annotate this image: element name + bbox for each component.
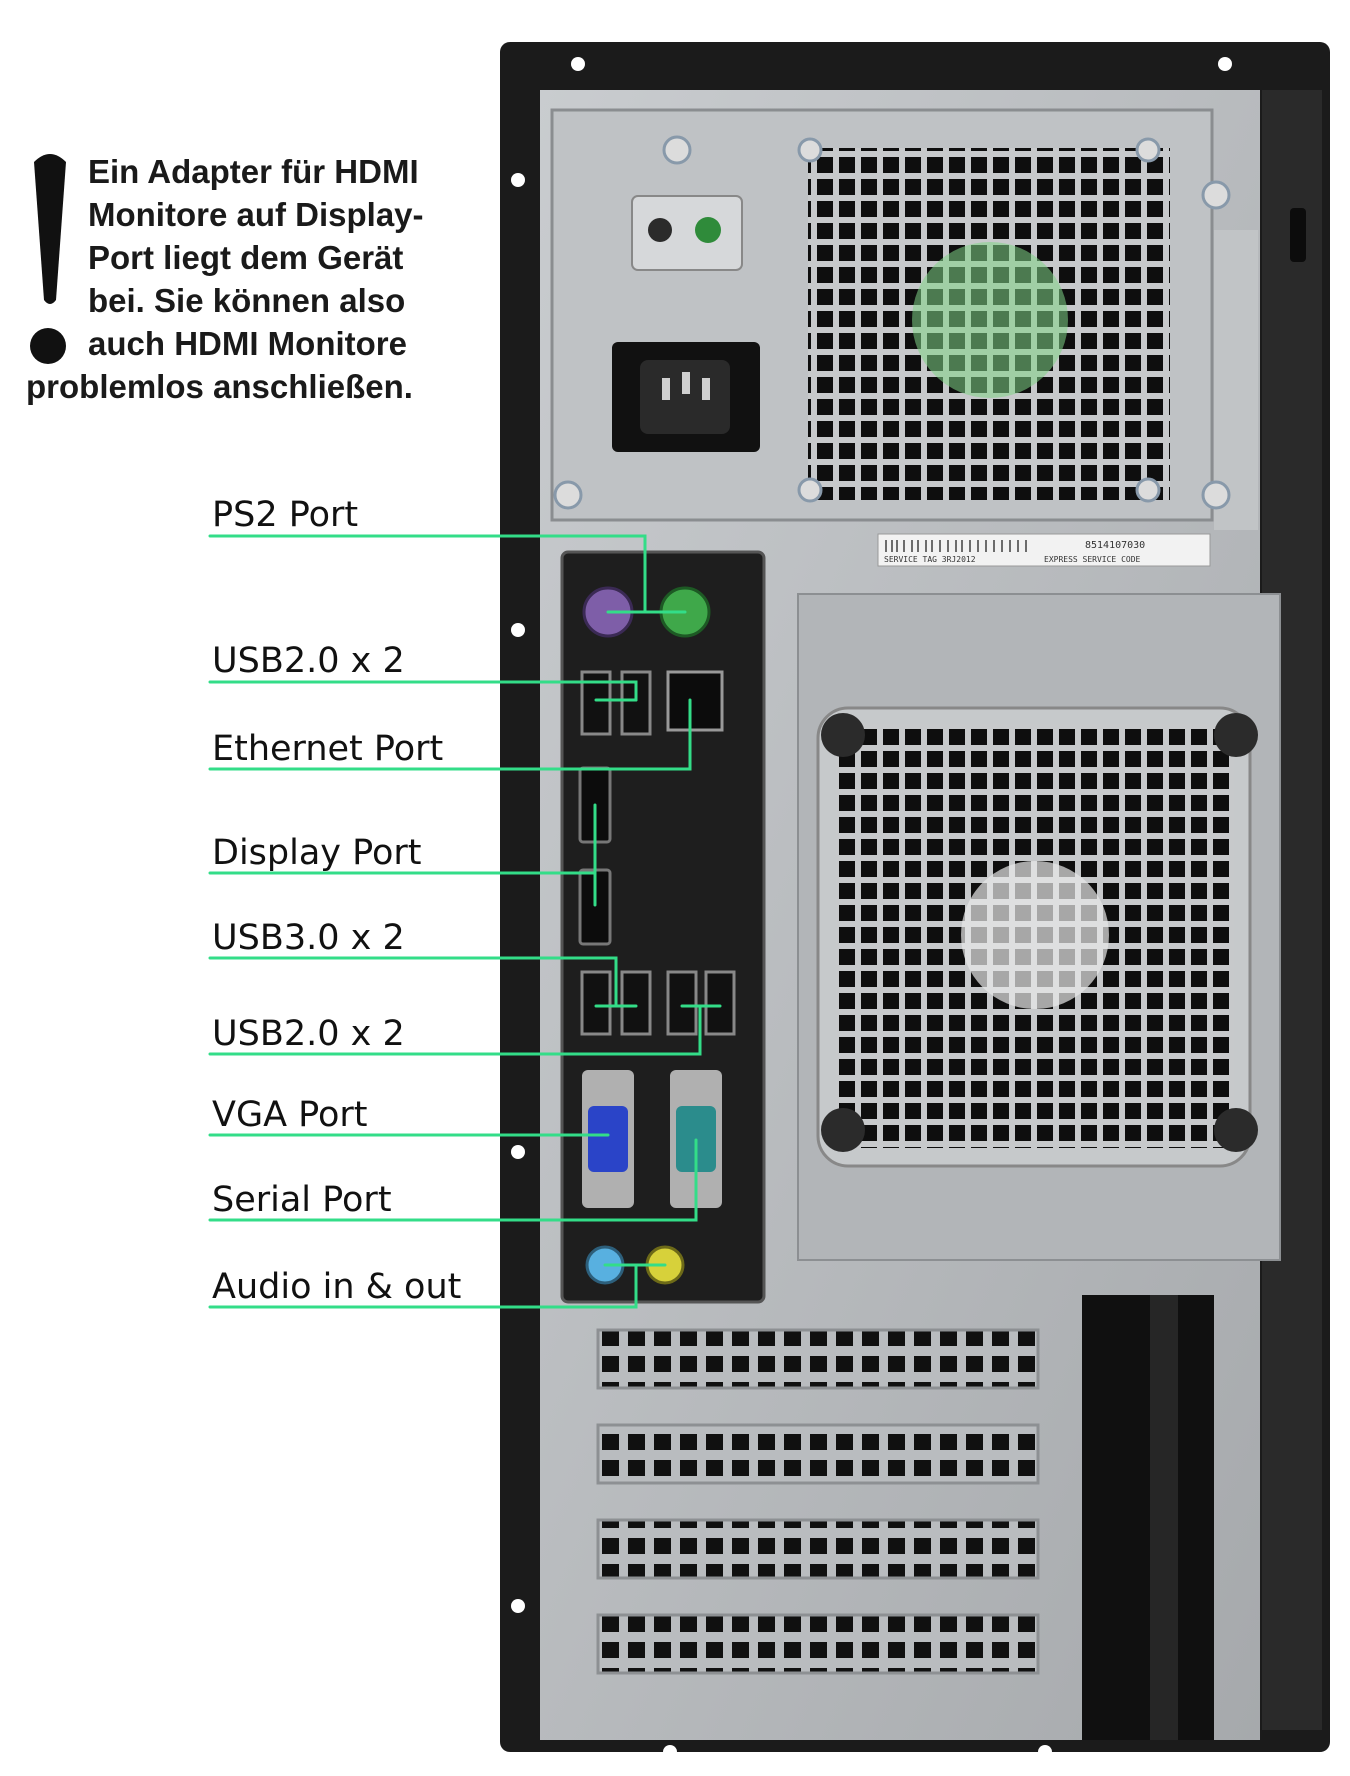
label-ps2-port: PS2 Port [212, 495, 359, 535]
note-line: problemlos anschließen. [26, 368, 413, 405]
label-audio: Audio in & out [212, 1267, 462, 1307]
leader-usb3 [208, 956, 618, 1008]
label-usb3: USB3.0 x 2 [212, 918, 405, 958]
leader-ethernet [208, 698, 692, 771]
exclamation-icon [30, 154, 66, 364]
note-line: Monitore auf Display- [88, 196, 424, 233]
vga-port[interactable] [588, 1106, 628, 1172]
leader-usb2-bottom [208, 1004, 702, 1056]
sticker-service-tag: SERVICE TAG 3RJ2012 [884, 555, 976, 564]
power-switch-panel [631, 195, 743, 271]
leader-usb2-top [208, 680, 638, 702]
note-line: auch HDMI Monitore [88, 325, 407, 362]
service-tag-sticker [877, 533, 1211, 567]
leader-ps2 [208, 534, 647, 614]
label-serial-port: Serial Port [212, 1180, 392, 1220]
label-usb2-bottom: USB2.0 x 2 [212, 1014, 405, 1054]
label-usb2-top: USB2.0 x 2 [212, 641, 405, 681]
usb3-port[interactable] [620, 970, 652, 1036]
sticker-express-code: EXPRESS SERVICE CODE [1044, 555, 1141, 564]
ethernet-port[interactable] [666, 670, 724, 732]
usb2-bottom-port[interactable] [666, 970, 698, 1036]
label-vga-port: VGA Port [212, 1095, 368, 1135]
leader-serial [208, 1138, 698, 1222]
usb3-port[interactable] [580, 970, 612, 1036]
note-line: bei. Sie können also [88, 282, 406, 319]
expansion-slots [596, 1328, 1040, 1675]
leader-lines [208, 534, 722, 1309]
label-ethernet-port: Ethernet Port [212, 729, 444, 769]
leader-audio [208, 1263, 638, 1309]
note-line: Port liegt dem Gerät [88, 239, 404, 276]
psu-led-icon [695, 217, 721, 243]
usb2-bottom-port[interactable] [704, 970, 736, 1036]
label-display-port: Display Port [212, 833, 422, 873]
sticker-number: 8514107030 [1085, 540, 1145, 551]
note-line: Ein Adapter für HDMI [88, 153, 419, 190]
psu-test-button[interactable] [648, 218, 672, 242]
slot-retention-bracket [1082, 1295, 1214, 1740]
hdmi-adapter-note: Ein Adapter für HDMI Monitore auf Displa… [26, 150, 466, 408]
